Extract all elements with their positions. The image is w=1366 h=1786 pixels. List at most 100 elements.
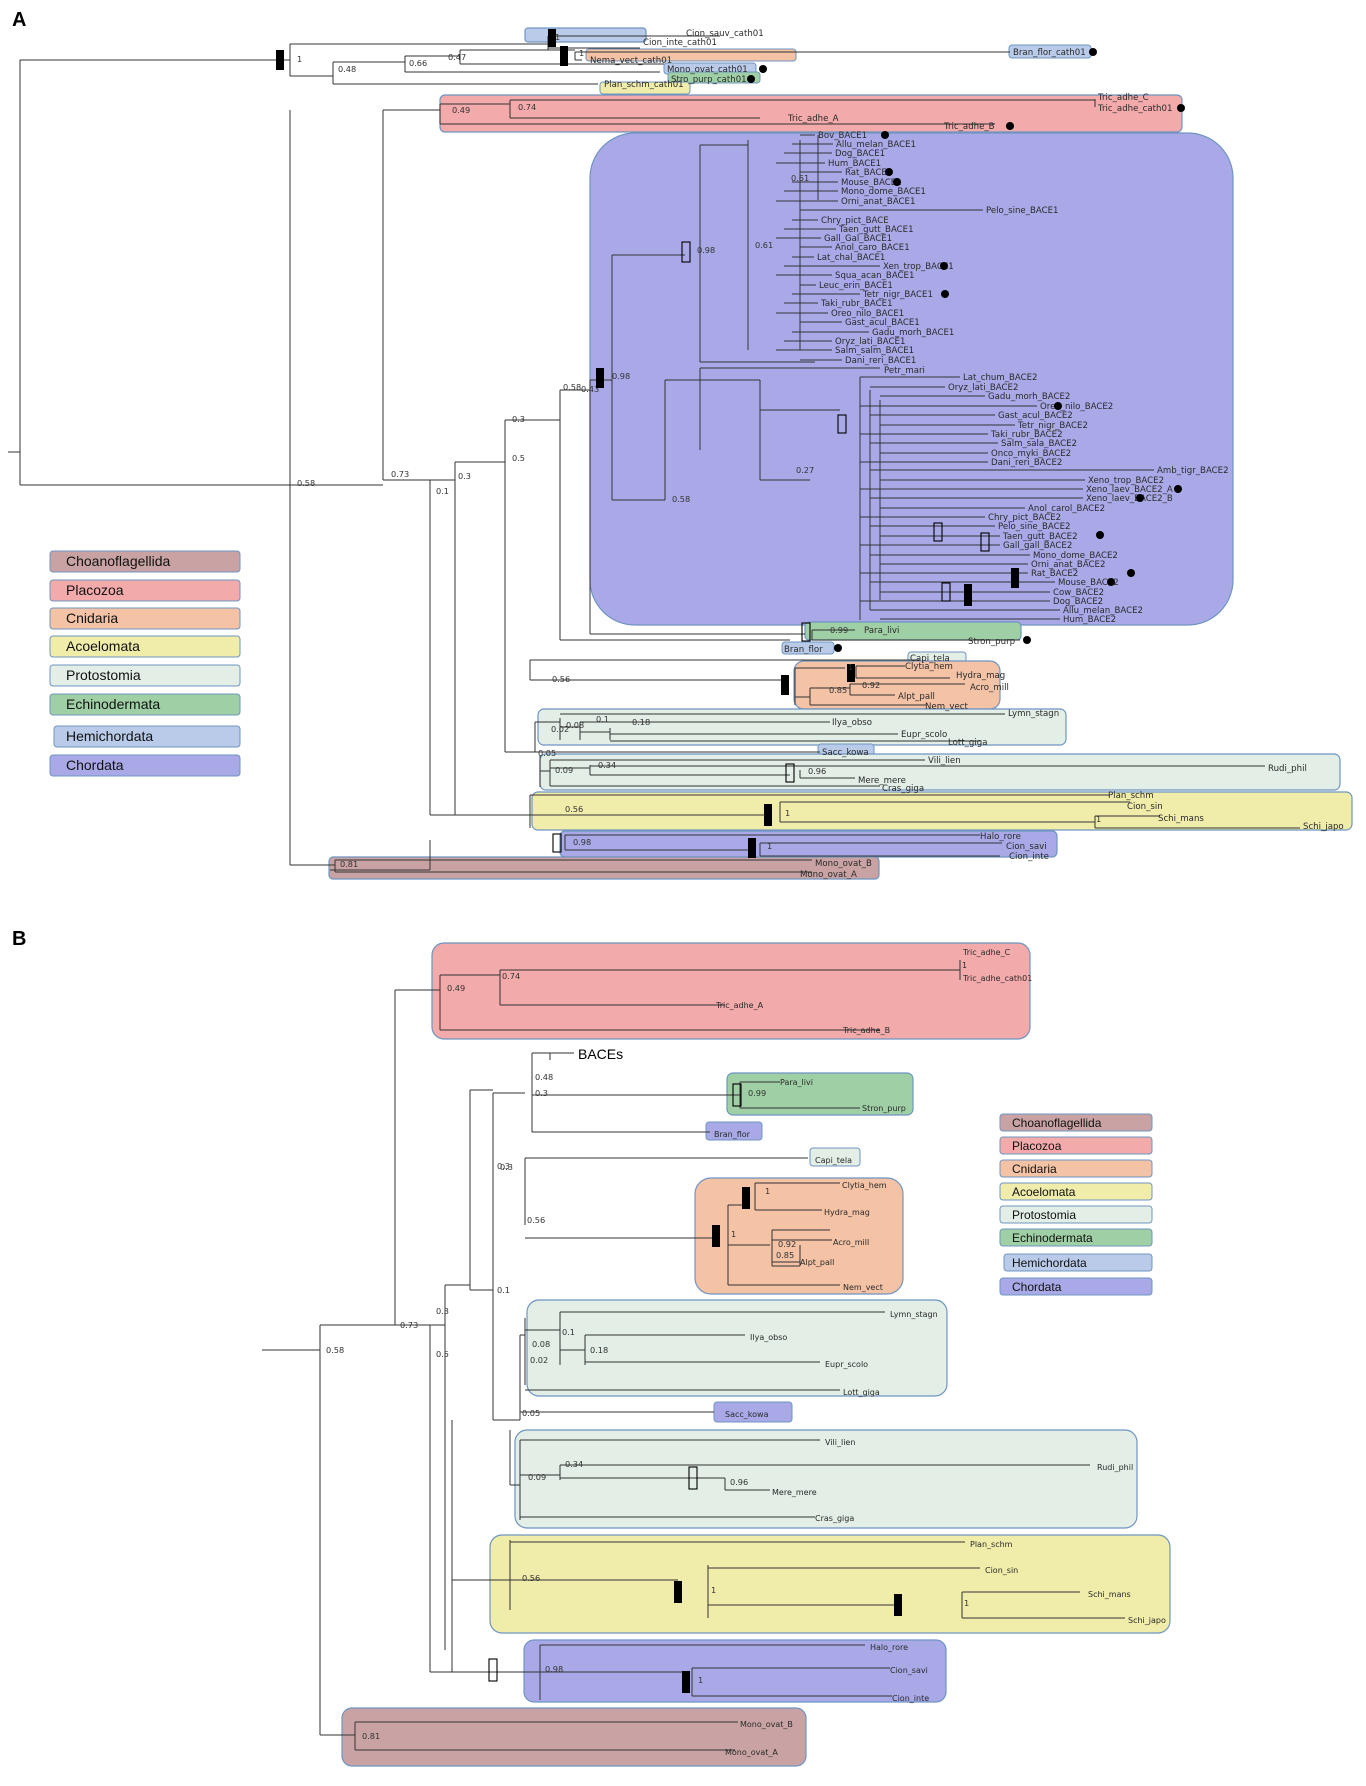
legend-swatch-a [49, 754, 241, 777]
box-choanoflagellida-a [328, 856, 880, 880]
leaf-label: Mono_ovat_cath01 [667, 65, 748, 75]
open-bar-marker [785, 763, 795, 783]
leaf-label: Schi_mans [1158, 814, 1204, 824]
support-value: 0.85 [829, 685, 847, 695]
support-value: 0.1 [436, 486, 449, 496]
legend-item-b: Choanoflagellida [1012, 1116, 1102, 1130]
leaf-label: Orni_anat_BACE2 [1031, 560, 1105, 570]
support-value: 1 [555, 32, 560, 42]
legend-swatch-b [999, 1159, 1153, 1178]
leaf-label: Sacc_kowa [725, 1410, 769, 1419]
legend-item-b: Echinodermata [1012, 1231, 1093, 1245]
support-value: 0.74 [518, 102, 536, 112]
support-value: 0.56 [552, 674, 570, 684]
leaf-label: Mono_ovat_A [800, 870, 857, 880]
support-value: 0.34 [598, 760, 616, 770]
legend-item-b: Chordata [1012, 1280, 1062, 1294]
leaf-label: Cion_inte [1009, 852, 1049, 862]
support-value: 1 [711, 1585, 716, 1595]
box-protostomia-a1 [537, 708, 1067, 746]
filled-bar-marker [894, 1594, 902, 1616]
leaf-label: Mouse_BACE1 [841, 178, 902, 188]
legend-swatch-b [999, 1205, 1153, 1224]
leaf-label: Clytia_hem [905, 662, 953, 672]
marker-dot [1054, 402, 1062, 410]
support-value: 1 [297, 54, 302, 64]
leaf-label: Xen_trop_BACE1 [883, 262, 954, 272]
support-value: 0.99 [748, 1088, 766, 1098]
marker-dot [759, 65, 767, 73]
legend-item-a: Choanoflagellida [66, 553, 171, 569]
marker-dot [1174, 485, 1182, 493]
leaf-label: Leuc_erin_BACE1 [819, 281, 893, 291]
support-value: 0.56 [565, 804, 583, 814]
legend-swatch-a [49, 579, 241, 602]
leaf-label: Rudi_phil [1097, 1463, 1133, 1472]
filled-bar-marker [781, 675, 789, 695]
leaf-label: Onco_myki_BACE2 [991, 449, 1071, 459]
leaf-label: Oreo_nilo_BACE1 [831, 309, 904, 319]
leaf-label: Tric_adhe_C [962, 948, 1011, 957]
open-bar-marker [688, 1466, 698, 1490]
leaf-label: Para_livi [864, 626, 899, 636]
leaf-label: Chry_pict_BACE [821, 216, 889, 226]
filled-bar-marker [1011, 568, 1019, 588]
leaf-label: Cras_giga [815, 1514, 854, 1523]
leaf-label: Cion_sin [985, 1566, 1018, 1575]
legend-item-a: Placozoa [66, 582, 124, 598]
leaf-label: Dani_reri_BACE2 [991, 458, 1062, 468]
label-box [705, 1121, 763, 1141]
legend-item-a: Protostomia [66, 667, 141, 683]
support-value: 0.09 [555, 765, 573, 775]
marker-dot [1177, 104, 1185, 112]
leaf-label: Stro_purp_cath01 [671, 75, 747, 85]
open-bar-marker [801, 622, 811, 642]
leaf-label: Dani_reri_BACE1 [845, 356, 916, 366]
leaf-label: Nem_vect [925, 702, 968, 712]
filled-bar-marker [596, 368, 604, 388]
support-value: 0.3 [436, 1306, 449, 1316]
leaf-label: Lymn_stagn [890, 1310, 938, 1319]
support-value: 1 [698, 1675, 703, 1685]
legend-swatch-b [999, 1228, 1153, 1247]
leaf-label: Lymn_stagn [1008, 709, 1059, 719]
leaf-label: Orni_anat_BACE1 [841, 197, 915, 207]
open-bar-marker [552, 833, 562, 853]
leaf-label: Lott_giga [843, 1388, 880, 1397]
box-acoelomata-b [489, 1534, 1171, 1634]
support-value: 0.08 [532, 1339, 550, 1349]
support-value: 0.34 [565, 1459, 583, 1469]
support-value: 0.58 [326, 1345, 344, 1355]
leaf-label: Eupr_scolo [901, 730, 947, 740]
support-value: 0.1 [497, 1285, 510, 1295]
support-value: 0.02 [530, 1355, 548, 1365]
leaf-label: Nema_vect_cath01 [590, 56, 672, 66]
support-value: 0.85 [776, 1250, 794, 1260]
leaf-label: Xeno_laev_BACE2_B [1086, 494, 1173, 504]
support-value: 0.58 [297, 478, 315, 488]
leaf-label: Gast_acul_BACE1 [845, 318, 920, 328]
leaf-label: Taen_gutt_BACE1 [838, 225, 914, 235]
leaf-label: Cion_inte [892, 1694, 929, 1703]
support-value: 0.43 [581, 384, 599, 394]
leaf-label: Mouse_BACE2 [1058, 578, 1119, 588]
legend-item-a: Chordata [66, 757, 124, 773]
leaf-label: Chry_pict_BACE2 [988, 513, 1061, 523]
leaf-label: Oryz_lati_BACE2 [948, 383, 1018, 393]
leaf-label: Xeno_trop_BACE2 [1088, 476, 1164, 486]
support-value: 0.02 [551, 724, 569, 734]
filled-bar-marker [674, 1581, 682, 1603]
leaf-label: Rat_BACE2 [1031, 569, 1078, 579]
leaf-label: Dog_BACE1 [835, 149, 885, 159]
leaf-label: Cion_savi [890, 1666, 928, 1675]
leaf-label: Nem_vect [843, 1283, 883, 1292]
legend-swatch-a [49, 607, 241, 630]
filled-bar-marker [748, 838, 756, 858]
support-value: 0.56 [522, 1573, 540, 1583]
leaf-label: Schi_japo [1128, 1616, 1166, 1625]
leaf-label: Cion_inte_cath01 [643, 38, 717, 48]
leaf-label: Mono_dome_BACE2 [1033, 551, 1118, 561]
box-echinodermata-b [726, 1072, 914, 1116]
box-protostomia-b2 [514, 1429, 1138, 1529]
